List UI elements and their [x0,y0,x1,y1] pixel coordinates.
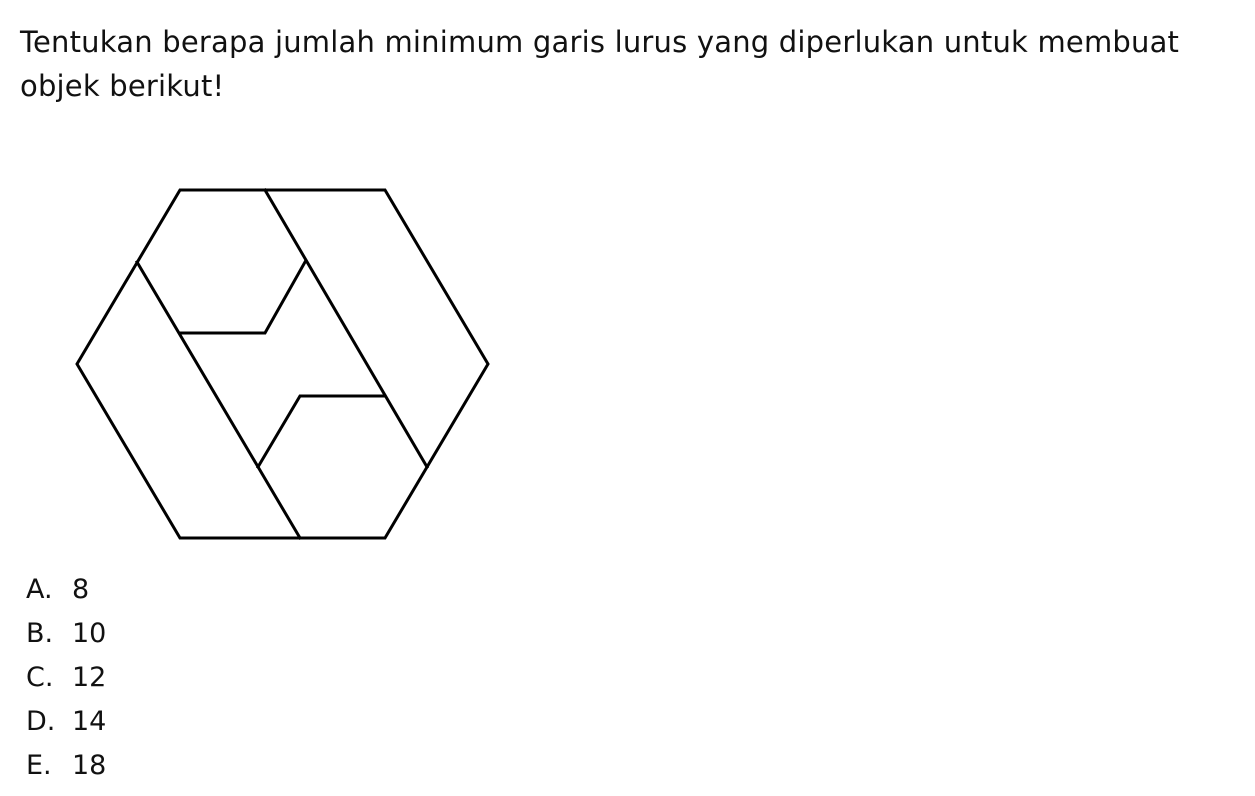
option-value: 18 [72,749,107,781]
option-value: 10 [72,617,107,649]
hexagon-figure [75,187,490,541]
option-value: 8 [72,573,90,605]
option-letter: C. [26,661,54,693]
option-letter: E. [26,749,52,781]
option-b[interactable]: B. 10 [26,611,106,655]
option-letter: B. [26,617,54,649]
answer-options: A. 8 B. 10 C. 12 D. 14 E. 18 [26,567,106,787]
option-value: 14 [72,705,107,737]
option-value: 12 [72,661,107,693]
option-a[interactable]: A. 8 [26,567,106,611]
diagonal-line-upper [262,187,430,470]
upper-notch [178,259,308,335]
diagonal-line-lower [134,259,303,541]
option-letter: A. [26,573,53,605]
option-d[interactable]: D. 14 [26,699,106,743]
option-letter: D. [26,705,56,737]
option-c[interactable]: C. 12 [26,655,106,699]
outer-hexagon [75,188,490,540]
lower-notch [255,394,387,470]
option-e[interactable]: E. 18 [26,743,106,787]
question-text: Tentukan berapa jumlah minimum garis lur… [20,25,1180,103]
